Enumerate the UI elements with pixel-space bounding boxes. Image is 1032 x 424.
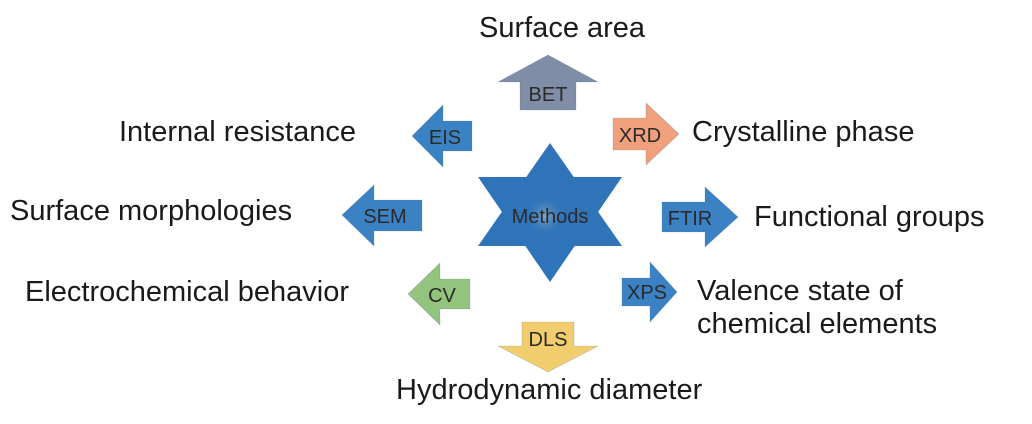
center-label: Methods <box>512 206 589 228</box>
sem-arrow: SEM <box>341 184 423 247</box>
bet-arrow: BET <box>497 54 599 111</box>
valence-state-label-line1: Valence state of <box>697 275 903 307</box>
functional-groups-label: Functional groups <box>754 201 985 233</box>
valence-state-label-line2: chemical elements <box>697 308 938 340</box>
cv-arrow-label: CV <box>428 285 456 307</box>
electrochemical-behavior-label: Electrochemical behavior <box>25 276 349 308</box>
dls-arrow: DLS <box>497 321 599 373</box>
crystalline-phase-label: Crystalline phase <box>692 116 915 148</box>
ftir-arrow-label: FTIR <box>668 208 712 230</box>
xrd-arrow: XRD <box>612 102 680 166</box>
bet-arrow-label: BET <box>529 84 568 106</box>
ftir-arrow-shape <box>661 186 739 248</box>
sem-arrow-shape <box>341 184 423 247</box>
eis-arrow-label: EIS <box>429 127 461 149</box>
bet-arrow-shape <box>497 54 599 111</box>
xps-arrow-label: XPS <box>627 282 667 304</box>
eis-arrow: EIS <box>411 104 473 168</box>
xrd-arrow-label: XRD <box>619 125 661 147</box>
dls-arrow-shape <box>497 321 599 373</box>
xps-arrow-shape <box>621 261 678 323</box>
dls-arrow-label: DLS <box>529 329 568 351</box>
surface-area-label: Surface area <box>479 12 646 44</box>
internal-resistance-label: Internal resistance <box>119 116 356 148</box>
hydrodynamic-diameter-label: Hydrodynamic diameter <box>396 374 703 406</box>
cv-arrow-shape <box>407 262 471 326</box>
methods-star: Methods <box>478 143 622 282</box>
sem-arrow-label: SEM <box>363 206 406 228</box>
star-center-glow <box>525 196 565 236</box>
xps-arrow: XPS <box>621 261 678 323</box>
eis-arrow-shape <box>411 104 473 168</box>
surface-morphologies-label: Surface morphologies <box>10 195 293 227</box>
ftir-arrow: FTIR <box>661 186 739 248</box>
cv-arrow: CV <box>407 262 471 326</box>
xrd-arrow-shape <box>612 102 680 166</box>
